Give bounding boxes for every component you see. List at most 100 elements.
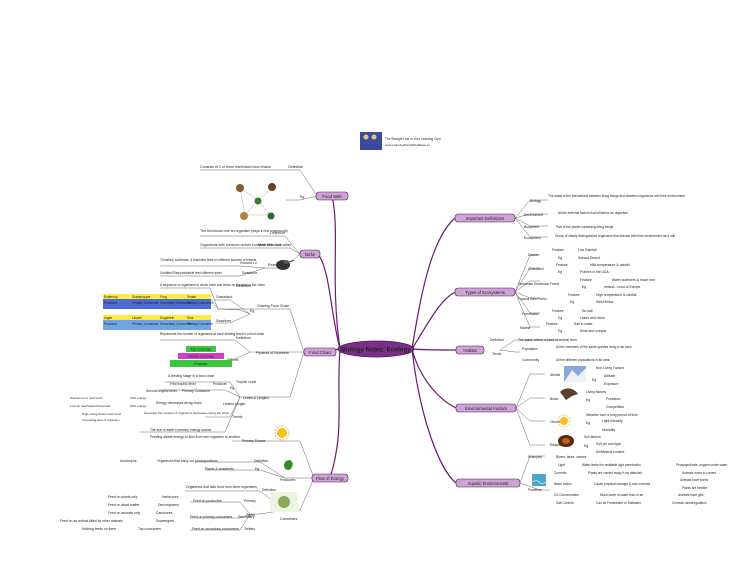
hab-comm-label: Community xyxy=(522,358,539,362)
fw-hawk-icon xyxy=(268,183,276,191)
fw-owl-icon xyxy=(236,184,244,192)
ef-climatic-eg-label: Eg xyxy=(586,421,590,425)
id-ecosystem-label: Ecosystem xyxy=(524,236,541,240)
niche-details: Definition The functional role an organi… xyxy=(160,229,292,275)
sea-cell: Seal xyxy=(187,316,194,320)
ae-currents-text: Plants are carried away if not attached xyxy=(588,471,642,475)
ae-salt-text: Can be Freshwater or Saltwater xyxy=(596,501,642,505)
foe-carnivores: Carnivores xyxy=(156,511,173,515)
ae-light-sol: Photosynthesis, oxygen under water xyxy=(676,463,728,467)
hab-def-label: Definition xyxy=(490,338,504,342)
ef-competition: Competition xyxy=(606,405,624,409)
branch-flow-of-energy[interactable]: Flow of Energy xyxy=(311,473,349,483)
ef-edaphic-text: Soil factors xyxy=(584,435,601,439)
ae-examples-label: Examples xyxy=(528,455,542,459)
fc-producer: Producer xyxy=(213,382,228,386)
aquatic-image xyxy=(531,474,547,486)
fc-grazing-label: Grazing Food Chain xyxy=(257,304,289,308)
logo-figure-head xyxy=(371,134,377,140)
ae-wave-label: Wave Action xyxy=(554,482,572,486)
ef-abiotic-label: Abiotic xyxy=(550,373,560,377)
te-grassland: Grassland xyxy=(528,267,544,271)
hab-pop-label: Population xyxy=(522,347,538,351)
grass-cell: Primary Consumer xyxy=(132,301,160,305)
niche-ground-label: Ground Lv xyxy=(240,261,257,265)
foe-prod-def-text: Organisms that carry out photosynthesis xyxy=(157,459,218,463)
te-grass-eg: Prairies in the USA xyxy=(580,270,609,274)
te-temp-eg-label: Eg xyxy=(582,285,586,289)
foe-top-consumers: Top consumers xyxy=(138,527,161,531)
ef-altitude: Altitude xyxy=(604,374,615,378)
logo-figures-icon xyxy=(360,132,382,150)
ae-salt-label: Salt Content xyxy=(556,501,574,505)
id-biology-label: Biology xyxy=(530,199,541,203)
fc-second-trophic: Second trophic level xyxy=(146,389,177,393)
fc-grassland-label: Grassland xyxy=(216,295,232,299)
fc-levels-label: Levels xyxy=(228,358,239,362)
leaf-icon xyxy=(284,460,293,470)
fw-definition-text: Consists of 2 or more interlinked food c… xyxy=(200,165,271,169)
ae-light-text: Water limits the available light penetra… xyxy=(582,463,641,467)
te-fresh-eg: Lakes and rivers xyxy=(580,316,605,320)
ae-problems-label: Problems xyxy=(528,488,542,492)
logo: The Straight Line in Your Learning Cure … xyxy=(360,132,441,150)
foe-tertiary-label: Tertiary xyxy=(244,527,255,531)
id-biosphere-label: Biosphere xyxy=(524,225,539,229)
branch-habitat[interactable]: Habitat xyxy=(455,345,485,355)
foe-primary-source-label: Primary Source xyxy=(242,439,265,443)
central-node[interactable]: Biology Notes: Ecology xyxy=(337,340,415,358)
ae-wave-sol2: Plants are flexible xyxy=(682,486,707,490)
foe-primary-label: Primary xyxy=(244,499,256,503)
branch-flow-of-energy-label: Flow of Energy xyxy=(316,476,345,481)
branch-important-definitions[interactable]: Important Definitions xyxy=(454,213,516,223)
te-freshwater: Freshwater xyxy=(522,312,540,316)
branch-environmental-factors[interactable]: Environmental Factors xyxy=(455,403,517,413)
hab-comm-text: All the different populations in an area xyxy=(556,358,610,362)
fc-eg2-label: Eg xyxy=(230,386,234,390)
sea-cell: Producer xyxy=(104,322,118,326)
ef-edaphic-eg-label: Eg xyxy=(584,444,588,448)
fw-eg-label: Eg xyxy=(300,195,304,199)
fc-grazing-def-text: A sequence of organisms in which each on… xyxy=(160,283,265,287)
branch-habitat-label: Habitat xyxy=(463,348,477,353)
te-trop-feature: High temperature & rainfall xyxy=(596,293,637,297)
niche-more-text: Organisms with common niches compete wit… xyxy=(200,243,292,247)
te-marine-feature: Salt in water xyxy=(574,322,594,326)
ef-climatic-text: Weather over a long period of time xyxy=(586,413,638,417)
te-desert-feature: Low Rainfall xyxy=(578,248,597,252)
te-grass-eg-label: Eg xyxy=(558,270,562,274)
grassland-chain-table: Buttercup Grasshopper Frog Snake Produce… xyxy=(103,294,214,309)
ef-light-intensity: Light intensity xyxy=(602,419,623,423)
niche-ground-text: Thrushes, sunflower, & blackbird feed on… xyxy=(160,258,257,262)
foe-scav-eg: Feed on an animal killed by other animal… xyxy=(60,519,123,523)
sea-cell: Limpet xyxy=(132,316,142,320)
fc-pyramid-def-text: Represents the number of organisms at ea… xyxy=(160,332,264,336)
id-biosphere-text: Part of the planet containing living thi… xyxy=(556,225,614,229)
branch-aquatic-environments[interactable]: Aquatic Environments xyxy=(455,478,521,488)
branch-food-chain-label: Food Chain xyxy=(309,350,331,355)
branch-food-web[interactable]: Food Web xyxy=(315,191,349,201)
ef-abiotic-text: Non Living Factors xyxy=(596,366,625,370)
ef-edaphic-label: Edaphic xyxy=(550,443,563,447)
branch-types-of-ecosystems[interactable]: Types of Ecosystems xyxy=(454,287,516,297)
id-ecosystem-text: Group of clearly distinguished organisms… xyxy=(555,234,675,238)
hab-pop-text: All the members of the same species livi… xyxy=(556,345,632,349)
foe-cons-def-label: Definition xyxy=(262,488,276,492)
id-environment-label: Environment xyxy=(524,213,543,217)
te-marine-eg-label: Eg xyxy=(558,329,562,333)
niche-def-label: Definition xyxy=(270,231,285,235)
sun-icon xyxy=(274,425,290,441)
branch-food-chain[interactable]: Food Chain xyxy=(303,347,337,357)
levels-lengths-details: Levels & Lengths Trophic Level A feeding… xyxy=(70,374,269,422)
fc-grazing-def-label: Definition xyxy=(236,284,251,288)
fc-trend2: Increasing size of organism xyxy=(82,418,120,422)
ae-salt-sol: Controls osmoregulation xyxy=(672,501,707,505)
branch-environmental-factors-label: Environmental Factors xyxy=(465,406,507,411)
foe-decomp-eg: Feed on dead matter xyxy=(108,503,140,507)
foe-herbivores: Herbivores xyxy=(162,495,179,499)
ae-o2-text: Much lower in water than in air xyxy=(600,493,644,497)
foe-consumers-label: Consumers xyxy=(280,517,298,521)
branch-niche[interactable]: Niche xyxy=(299,249,321,259)
te-temp-feature: Warm summers & much rain xyxy=(612,278,655,282)
